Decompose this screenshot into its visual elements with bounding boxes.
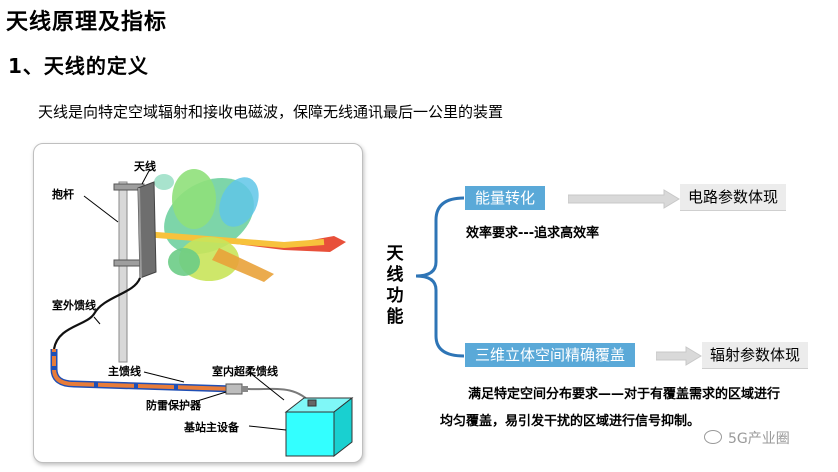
function-title: 天线功能 xyxy=(386,244,404,327)
definition-text: 天线是向特定空域辐射和接收电磁波，保障无线通讯最后一公里的装置 xyxy=(38,103,504,121)
label-indoor-feeder: 室内超柔馈线 xyxy=(212,365,278,378)
antenna-system-panel: 天线 抱杆 室外馈线 主馈线 室内超柔馈线 防雷保护器 基站主设备 xyxy=(33,143,363,463)
result-circuit-parameters: 电路参数体现 xyxy=(680,184,787,211)
result-radiation-parameters: 辐射参数体现 xyxy=(702,342,809,369)
base-station-box xyxy=(284,396,354,458)
label-main-feeder: 主馈线 xyxy=(108,365,141,378)
note-coverage-line-1: 满足特定空间分布要求——对于有覆盖需求的区域进行 xyxy=(468,387,781,402)
label-outdoor-feeder: 室外馈线 xyxy=(52,299,96,312)
note-efficiency: 效率要求---追求高效率 xyxy=(466,226,600,241)
outdoor-feeder-line xyxy=(52,277,142,350)
pole xyxy=(118,181,128,363)
label-antenna: 天线 xyxy=(134,160,156,173)
arrow-right-icon xyxy=(656,346,702,366)
function-box-spatial-coverage: 三维立体空间精确覆盖 xyxy=(465,343,636,367)
watermark-text: 5G产业圈 xyxy=(728,431,790,447)
arrow-right-icon xyxy=(568,189,680,209)
antenna-system-diagram xyxy=(50,168,354,458)
page-title: 天线原理及指标 xyxy=(6,10,168,35)
label-base-station: 基站主设备 xyxy=(184,421,239,434)
antenna-panel xyxy=(137,181,157,279)
lightning-protector xyxy=(225,383,243,395)
function-box-energy-conversion: 能量转化 xyxy=(465,186,546,210)
watermark: 5G产业圈 xyxy=(704,428,790,448)
section-heading: 1、天线的定义 xyxy=(8,54,149,78)
radiation-pattern xyxy=(139,169,346,282)
wechat-icon xyxy=(704,430,722,444)
note-coverage-line-2: 均匀覆盖，易引发干扰的区域进行信号抑制。 xyxy=(440,414,701,429)
label-pole: 抱杆 xyxy=(52,188,74,201)
function-bracket xyxy=(415,196,465,358)
label-lightning-protector: 防雷保护器 xyxy=(146,399,201,412)
